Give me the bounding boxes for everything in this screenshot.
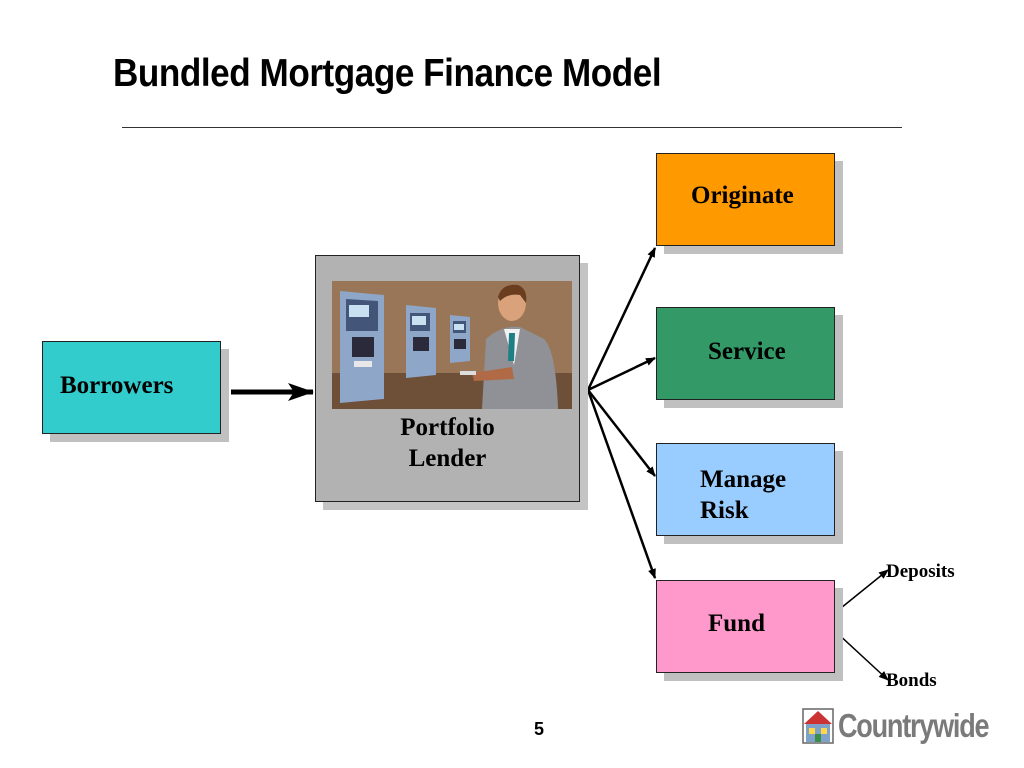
arrow-lender-to-originate <box>586 247 657 391</box>
manage-risk-label: Manage Risk <box>700 464 786 527</box>
bonds-label: Bonds <box>886 670 937 691</box>
arrow-lender-to-service <box>587 356 656 392</box>
arrow-lender-to-risk <box>587 389 656 477</box>
atm-businessman-illustration <box>332 281 572 409</box>
originate-label: Originate <box>691 182 794 209</box>
fund-label: Fund <box>708 610 765 637</box>
portfolio-lender-node: Portfolio Lender <box>315 255 580 502</box>
slide-title: Bundled Mortgage Finance Model <box>113 52 662 95</box>
borrowers-label: Borrowers <box>60 372 174 399</box>
deposits-label: Deposits <box>886 561 955 582</box>
countrywide-wordmark: Countrywide <box>838 707 990 744</box>
arrow-fund-to-deposits <box>835 569 889 613</box>
manage-risk-label-line1: Manage <box>700 466 787 493</box>
page-number: 5 <box>534 719 545 739</box>
portfolio-lender-label-line1: Portfolio <box>400 414 495 441</box>
service-node: Service <box>656 307 835 400</box>
title-divider <box>122 127 902 128</box>
originate-node: Originate <box>656 153 835 246</box>
countrywide-logo: Countrywide <box>802 706 1002 750</box>
house-icon <box>802 708 834 744</box>
manage-risk-node: Manage Risk <box>656 443 835 536</box>
arrow-fund-to-bonds <box>835 631 889 681</box>
fund-node: Fund <box>656 580 835 673</box>
service-label: Service <box>708 338 786 365</box>
borrowers-node: Borrowers <box>42 341 221 434</box>
portfolio-lender-label: Portfolio Lender <box>316 412 579 475</box>
manage-risk-label-line2: Risk <box>700 497 749 525</box>
arrow-lender-to-fund <box>586 389 657 579</box>
portfolio-lender-label-line2: Lender <box>408 445 487 473</box>
